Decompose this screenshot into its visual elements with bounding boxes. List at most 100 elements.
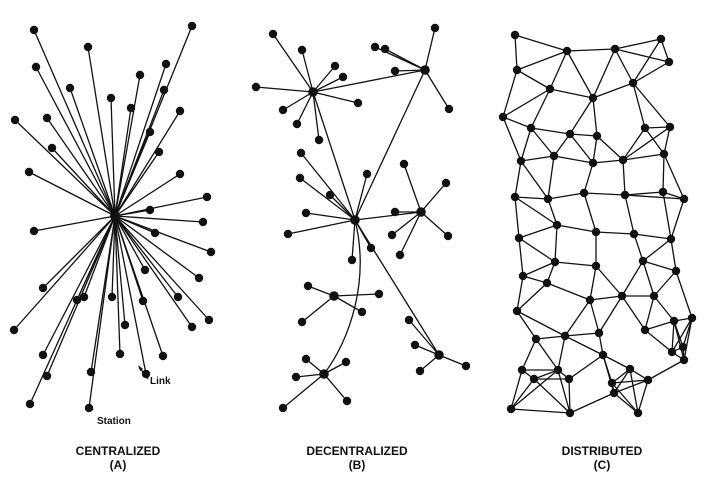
link [323, 373, 348, 402]
link [403, 163, 422, 213]
link [569, 133, 594, 164]
link [287, 219, 356, 235]
link [312, 91, 359, 104]
caption-decentralized-letter: (B) [348, 458, 366, 472]
station [202, 192, 212, 202]
hub-station [416, 207, 426, 217]
station [42, 371, 52, 381]
station [135, 70, 145, 80]
link [662, 191, 672, 240]
link [622, 127, 646, 161]
station [150, 228, 160, 238]
link [114, 209, 151, 217]
link [114, 110, 181, 217]
link [530, 127, 555, 157]
link [301, 49, 314, 93]
station [656, 34, 666, 44]
station [610, 44, 620, 54]
station [380, 44, 390, 54]
link [111, 215, 116, 298]
link [564, 332, 600, 337]
link [502, 116, 522, 162]
link [642, 260, 677, 272]
link [516, 282, 548, 312]
link [391, 211, 422, 236]
link [653, 295, 675, 322]
trunk-link [354, 69, 426, 221]
caption-decentralized: DECENTRALIZED (B) [277, 444, 437, 472]
station [325, 190, 335, 200]
station [643, 375, 653, 385]
station [671, 266, 681, 276]
link [624, 194, 635, 235]
link [530, 88, 551, 129]
station [461, 361, 471, 371]
link [595, 231, 635, 235]
station [9, 325, 19, 335]
link [518, 224, 558, 239]
link [516, 50, 568, 71]
hub-station [350, 215, 360, 225]
link [673, 320, 685, 361]
station [42, 113, 52, 123]
hub-station [420, 65, 430, 75]
station [370, 42, 380, 52]
link [663, 126, 671, 155]
link [13, 215, 116, 331]
link [530, 127, 571, 135]
trunk-link [354, 219, 440, 356]
link [502, 69, 518, 118]
station [283, 229, 293, 239]
link [408, 319, 440, 356]
decentralized-network [251, 23, 471, 413]
link [514, 34, 568, 52]
link [296, 91, 314, 125]
link [569, 392, 615, 414]
station [29, 226, 39, 236]
station [607, 378, 617, 388]
station [173, 292, 183, 302]
link [611, 379, 649, 384]
link [516, 275, 524, 312]
station [514, 233, 524, 243]
station [565, 408, 575, 418]
link [592, 48, 616, 99]
link [614, 48, 670, 63]
station [158, 351, 168, 361]
station [175, 106, 185, 116]
link [272, 33, 314, 93]
trunk-link [323, 219, 361, 375]
link [533, 369, 559, 380]
link [114, 215, 212, 253]
station [665, 122, 675, 132]
link [611, 382, 639, 414]
station [198, 217, 208, 227]
link [675, 270, 693, 319]
station [251, 82, 261, 92]
station [366, 243, 376, 253]
link [29, 215, 116, 405]
link-callout-arrow [138, 365, 143, 371]
link [518, 237, 524, 277]
link [614, 38, 662, 50]
station [330, 61, 340, 71]
station [430, 23, 440, 33]
station [443, 231, 453, 241]
link [546, 282, 591, 301]
station [204, 315, 214, 325]
station [415, 366, 425, 376]
link [520, 155, 555, 162]
station [83, 42, 93, 52]
link [589, 299, 600, 334]
link [114, 215, 179, 298]
station [390, 66, 400, 76]
station [297, 317, 307, 327]
link [394, 69, 426, 72]
link [399, 211, 422, 256]
station [633, 408, 643, 418]
station [115, 349, 125, 359]
station [585, 295, 595, 305]
link [624, 191, 664, 196]
station [591, 261, 601, 271]
link [351, 219, 356, 261]
